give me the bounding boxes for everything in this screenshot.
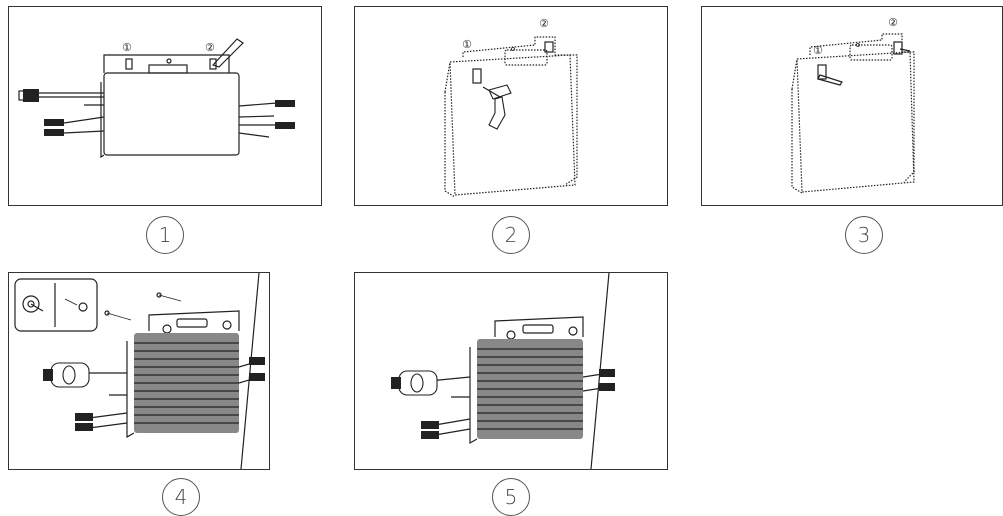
- step-3-illustration: ① ②: [791, 16, 915, 194]
- callout-1: ①: [462, 38, 472, 51]
- callout-2: ②: [888, 16, 898, 29]
- heat-sink-fins: [134, 342, 239, 424]
- step-number-1: 1: [146, 216, 184, 254]
- step-number-3: 3: [845, 216, 883, 254]
- step-number-label: 3: [857, 223, 871, 247]
- step-1-illustration: ① ②: [18, 38, 295, 159]
- step-4-illustration: [14, 273, 265, 469]
- step-4-panel: [8, 272, 270, 470]
- step-number-label: 1: [158, 223, 172, 247]
- step-5-illustration: [391, 273, 615, 469]
- step-number-4: 4: [162, 478, 200, 516]
- step-number-2: 2: [492, 216, 530, 254]
- step-3-panel: ① ②: [701, 6, 1003, 206]
- callout-1: ①: [122, 41, 132, 54]
- step-number-label: 2: [504, 223, 518, 247]
- heat-sink-fins: [477, 348, 583, 430]
- step-5-panel: [354, 272, 668, 470]
- callout-2: ②: [205, 41, 215, 54]
- step-number-label: 5: [504, 485, 518, 509]
- step-1-panel: ① ②: [8, 6, 322, 206]
- step-2-illustration: ① ②: [444, 17, 578, 198]
- step-number-5: 5: [492, 478, 530, 516]
- step-2-panel: ① ②: [354, 6, 668, 206]
- step-number-label: 4: [174, 485, 188, 509]
- callout-1: ①: [813, 44, 823, 57]
- callout-2: ②: [539, 17, 549, 30]
